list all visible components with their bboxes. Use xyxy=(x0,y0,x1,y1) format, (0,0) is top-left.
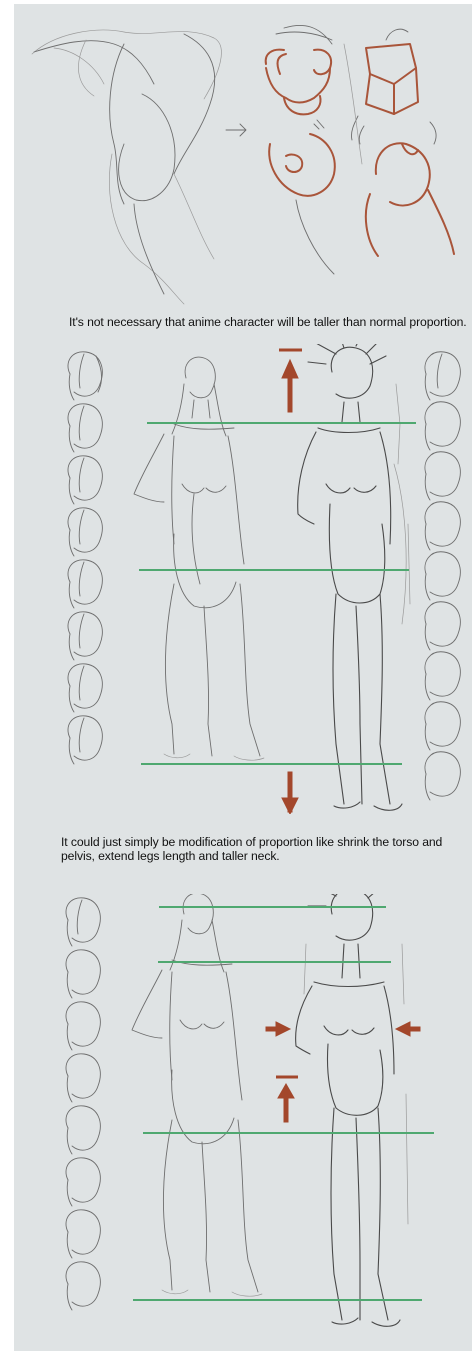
down-arrow-icon xyxy=(282,772,298,814)
normal-proportion-figure xyxy=(134,357,264,760)
head-unit-column-left xyxy=(68,352,102,764)
torso-box-construction-sketch xyxy=(266,25,454,274)
tutorial-page: It's not necessary that anime character … xyxy=(14,4,472,1351)
torso-pencil-sketch xyxy=(32,30,246,304)
caption-proportion-height: It's not necessary that anime character … xyxy=(69,315,469,329)
caption-proportion-modification: It could just simply be modification of … xyxy=(61,835,472,863)
shrink-arrow-left-icon xyxy=(266,1022,290,1036)
height-guide-lines xyxy=(139,423,416,764)
shrink-arrow-right-icon xyxy=(396,1022,420,1036)
torso-sketch-panel xyxy=(14,4,472,314)
modified-anime-figure xyxy=(296,894,408,1326)
height-comparison-panel xyxy=(14,344,472,814)
up-arrow-icon xyxy=(279,350,302,412)
normal-proportion-figure-reference xyxy=(132,894,262,1296)
head-unit-column-right xyxy=(425,352,460,800)
anime-proportion-figure xyxy=(298,344,410,810)
up-arrow-icon xyxy=(276,1077,298,1122)
proportion-modification-panel xyxy=(14,894,472,1351)
head-unit-column xyxy=(66,898,100,1310)
